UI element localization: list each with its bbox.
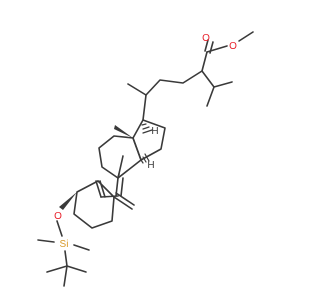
oxygen-silicon-bond — [56, 220, 63, 237]
side-chain-bonds — [145, 70, 203, 96]
bond-skeleton — [37, 31, 254, 287]
a-ring-closing-bond — [97, 180, 115, 198]
silicon-methyl-left-bond — [37, 239, 55, 243]
silicon-atom-label: Si — [60, 239, 69, 250]
side-chain-methyl-bond — [127, 83, 147, 96]
silicon-tert-butyl-bond — [64, 250, 68, 267]
alpha-carbon-to-isopropyl-bonds — [201, 70, 233, 88]
hashed-bond-lower-h — [140, 153, 150, 164]
angular-methyl-wedge-bond — [114, 125, 133, 138]
exocyclic-methylene-bond-second — [115, 192, 135, 206]
stereo-hydrogen-upper-label: H — [151, 126, 158, 137]
hashed-bond-upper-h — [141, 123, 153, 134]
silicon-methyl-right-bond — [73, 244, 90, 251]
atom-labels: O O O Si H H — [54, 33, 237, 250]
silyl-ether-wedge-bond — [59, 192, 77, 210]
linker-double-bond — [95, 180, 102, 198]
side-chain-to-ring-bond — [142, 94, 147, 121]
ester-carbonyl-bond — [204, 39, 209, 52]
a-ring-bonds — [73, 180, 115, 229]
chemical-structure-diagram: O O O Si H H — [37, 31, 254, 287]
ring-fusion-bond — [132, 137, 142, 161]
stereo-hydrogen-lower-label: H — [147, 160, 154, 171]
ester-carbonyl-oxygen-label: O — [202, 33, 210, 44]
tert-butyl-lower-bond — [63, 265, 68, 287]
cyclopentane-ring-bonds — [132, 119, 166, 161]
linker-single-bond — [100, 195, 119, 198]
ring-to-linker-double-bond-second — [120, 177, 124, 197]
ester-ether-bond — [206, 45, 228, 53]
exocyclic-methylene-bond — [113, 196, 133, 210]
cyclohexane-ring-bonds — [98, 135, 142, 179]
ester-to-alpha-carbon-bond — [201, 51, 208, 72]
silyl-ether-oxygen-label: O — [54, 211, 62, 222]
isopropyl-methyl-bond — [206, 86, 215, 107]
methoxy-bond — [238, 31, 254, 42]
ester-ether-oxygen-label: O — [229, 41, 237, 52]
